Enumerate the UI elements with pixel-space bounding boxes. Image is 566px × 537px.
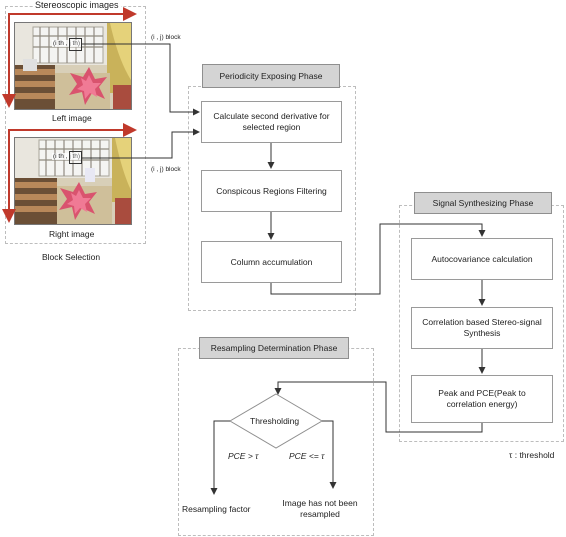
periodicity-phase-title: Periodicity Exposing Phase [202, 64, 340, 88]
selected-block-bottom [69, 151, 82, 164]
stereo-signal-synthesis-step: Correlation based Stereo-signal Synthesi… [411, 307, 553, 349]
signal-phase-title: Signal Synthesizing Phase [414, 192, 552, 214]
stereoscopic-images-title: Stereoscopic images [33, 0, 121, 10]
not-resampled-outcome: Image has not been resampled [282, 498, 358, 520]
resampling-phase-title: Resampling Determination Phase [199, 337, 349, 359]
scan-arrows [2, 7, 137, 223]
thresholding-label-overlay: Thresholding [250, 416, 300, 426]
resampling-factor-outcome: Resampling factor [182, 504, 251, 514]
pixel-label-bottom: (i th , j th) [52, 153, 82, 160]
left-image-label: Left image [52, 113, 92, 123]
branch-right-label: PCE <= τ [289, 451, 325, 461]
block-selection-caption: Block Selection [42, 252, 101, 262]
branch-left-label: PCE > τ [228, 451, 259, 461]
block-label-bottom: (i , j) block [151, 166, 181, 173]
right-image-label: Right image [49, 229, 95, 239]
block-label-top: (i , j) block [151, 34, 181, 41]
peak-pce-step: Peak and PCE(Peak to correlation energy) [411, 375, 553, 423]
conspicuous-filtering-step: Conspicous Regions Filtering [201, 170, 342, 212]
right-image [14, 137, 132, 225]
tau-threshold-legend: τ : threshold [509, 450, 555, 460]
pixel-label-top: (i th , j th) [52, 40, 82, 47]
second-derivative-step: Calculate second derivative for selected… [201, 101, 342, 143]
column-accumulation-step: Column accumulation [201, 241, 342, 283]
left-image [14, 22, 132, 110]
autocovariance-step: Autocovariance calculation [411, 238, 553, 280]
selected-block-top [69, 38, 82, 51]
